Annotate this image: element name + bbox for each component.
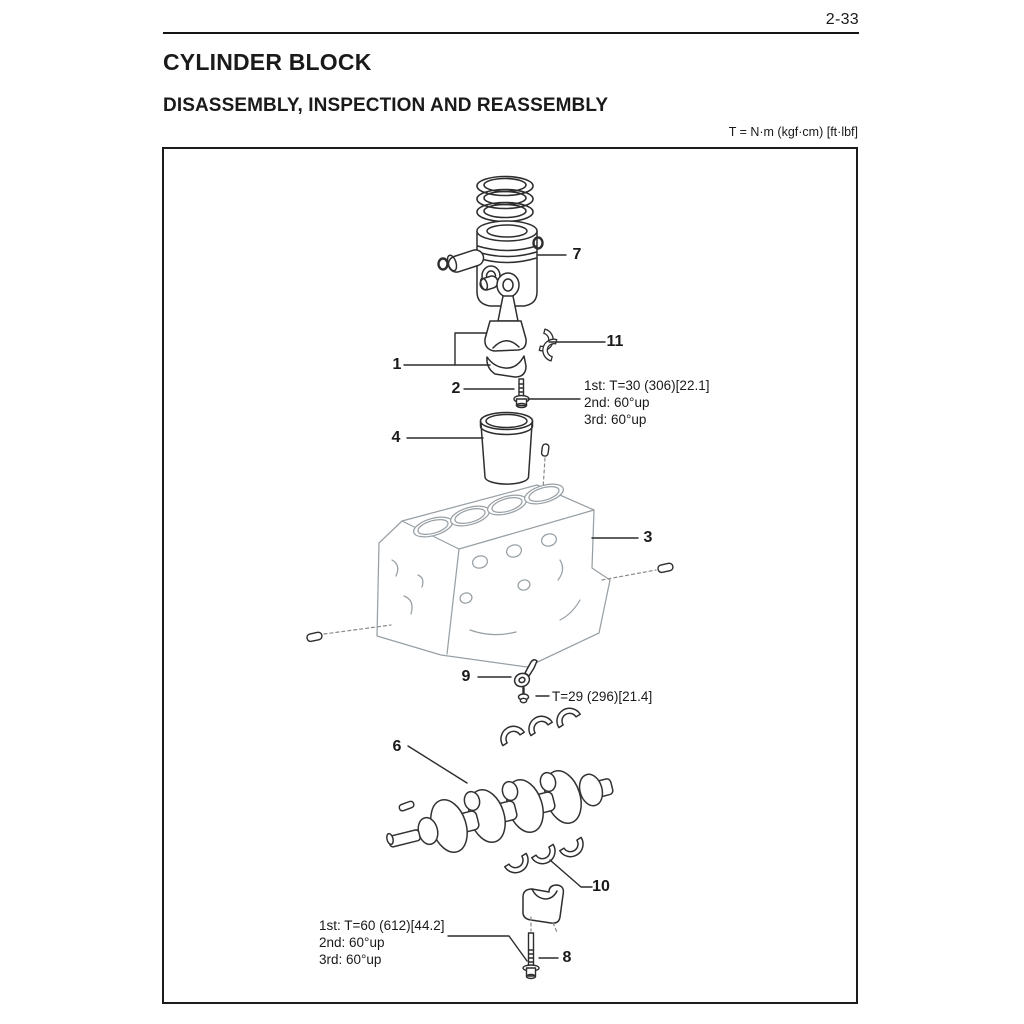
rod-bolt-torque-line3: 3rd: 60°up	[584, 412, 647, 427]
callout-3: 3	[643, 529, 653, 546]
callout-10: 10	[592, 878, 610, 895]
rod-bolt-torque-note: 1st: T=30 (306)[22.1] 2nd: 60°up 3rd: 60…	[584, 377, 709, 428]
page-number: 2-33	[825, 11, 859, 28]
main-bearing-torque-line3: 3rd: 60°up	[319, 952, 382, 967]
header-rule	[163, 32, 859, 34]
oil-nozzle-torque-note: T=29 (296)[21.4]	[552, 689, 653, 704]
callout-7: 7	[572, 246, 582, 263]
main-bearing-torque-line2: 2nd: 60°up	[319, 935, 385, 950]
main-bearing-torque-line1: 1st: T=60 (612)[44.2]	[319, 918, 445, 933]
main-bearing-torque-note: 1st: T=60 (612)[44.2] 2nd: 60°up 3rd: 60…	[319, 917, 444, 968]
page-title: CYLINDER BLOCK	[163, 49, 372, 75]
callout-1: 1	[392, 356, 402, 373]
torque-unit-legend: T = N·m (kgf·cm) [ft·lbf]	[728, 125, 858, 139]
diagram-border	[162, 147, 858, 1004]
callout-9: 9	[461, 668, 471, 685]
rod-bolt-torque-line2: 2nd: 60°up	[584, 395, 650, 410]
callout-11: 11	[606, 333, 624, 350]
section-title: DISASSEMBLY, INSPECTION AND REASSEMBLY	[163, 95, 609, 116]
rod-bolt-torque-line1: 1st: T=30 (306)[22.1]	[584, 378, 710, 393]
callout-6: 6	[392, 738, 402, 755]
callout-4: 4	[391, 429, 401, 446]
callout-2: 2	[451, 380, 461, 397]
callout-8: 8	[562, 949, 572, 966]
